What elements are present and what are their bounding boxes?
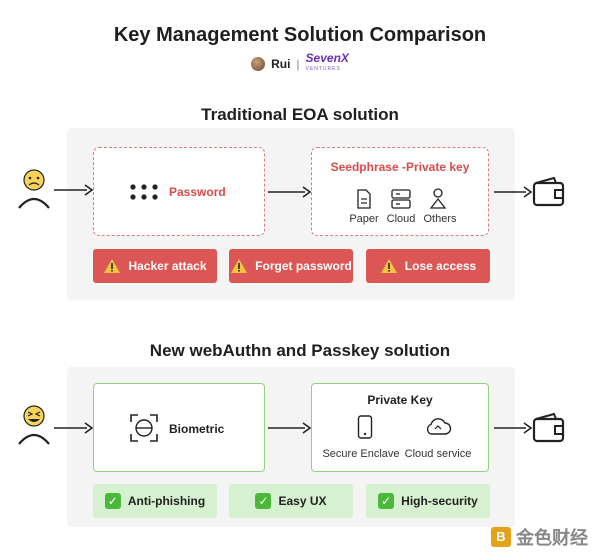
private-key-title: Private Key — [367, 393, 433, 407]
private-key-box — [311, 383, 489, 472]
worried-user-icon — [18, 169, 50, 209]
seedphrase-title: Seedphrase -Private key — [330, 160, 470, 174]
watermark: B 金色财经 — [491, 524, 588, 550]
paper-icon — [357, 189, 371, 209]
storage-cloud-service: Cloud service — [404, 448, 472, 460]
watermark-logo-icon: B — [491, 527, 511, 547]
password-box — [93, 147, 265, 236]
risk-label: Forget password — [255, 259, 352, 273]
warning-icon — [104, 259, 121, 273]
check-icon: ✓ — [378, 493, 395, 509]
wallet-icon — [532, 176, 565, 207]
seedphrase-box — [311, 147, 489, 236]
password-label: Password — [169, 185, 226, 199]
arrow-icon — [494, 186, 533, 198]
risk-badge-lose-access: Lose access — [366, 249, 490, 283]
storage-others: Others — [423, 213, 457, 225]
benefit-label: Anti-phishing — [127, 494, 206, 508]
wallet-icon — [532, 412, 565, 443]
benefit-badge-high-security: ✓ High-security — [366, 484, 490, 518]
arrow-icon — [494, 422, 533, 434]
password-dots-icon — [130, 184, 158, 200]
benefit-badge-anti-phishing: ✓ Anti-phishing — [93, 484, 217, 518]
brand-logo: SevenX VENTURES — [305, 51, 349, 75]
risk-label: Lose access — [404, 259, 477, 273]
modern-section-title: New webAuthn and Passkey solution — [149, 341, 451, 360]
traditional-section-title: Traditional EOA solution — [201, 105, 399, 124]
byline: Rui | SevenX VENTURES — [0, 51, 600, 75]
brand-sub: VENTURES — [305, 66, 341, 72]
check-icon: ✓ — [255, 493, 272, 509]
phone-icon — [357, 415, 373, 439]
storage-paper: Paper — [349, 213, 379, 225]
cloud-server-icon — [391, 189, 411, 209]
arrow-icon — [268, 422, 312, 434]
page-title: Key Management Solution Comparison — [113, 24, 487, 46]
storage-secure-enclave: Secure Enclave — [322, 448, 400, 460]
biometric-label: Biometric — [169, 422, 225, 436]
happy-user-icon — [18, 405, 50, 445]
benefit-label: Easy UX — [278, 494, 327, 508]
arrow-icon — [54, 422, 94, 434]
arrow-icon — [54, 184, 94, 196]
risk-badge-hacker: Hacker attack — [93, 249, 217, 283]
author-name: Rui — [271, 57, 291, 71]
risk-badge-forget-password: Forget password — [229, 249, 353, 283]
cloud-sync-icon — [426, 418, 452, 435]
warning-icon — [380, 259, 397, 273]
arrow-icon — [268, 186, 312, 198]
biometric-box — [93, 383, 265, 472]
watermark-text: 金色财经 — [516, 528, 588, 548]
person-icon — [429, 188, 447, 209]
benefit-badge-easy-ux: ✓ Easy UX — [229, 484, 353, 518]
warning-icon — [231, 259, 248, 273]
benefit-label: High-security — [401, 494, 478, 508]
brand-name: SevenX — [305, 51, 349, 65]
byline-separator: | — [296, 57, 300, 71]
storage-cloud: Cloud — [386, 213, 416, 225]
check-icon: ✓ — [104, 493, 121, 509]
risk-label: Hacker attack — [128, 259, 207, 273]
author-avatar — [251, 57, 266, 71]
face-scan-icon — [130, 414, 158, 442]
